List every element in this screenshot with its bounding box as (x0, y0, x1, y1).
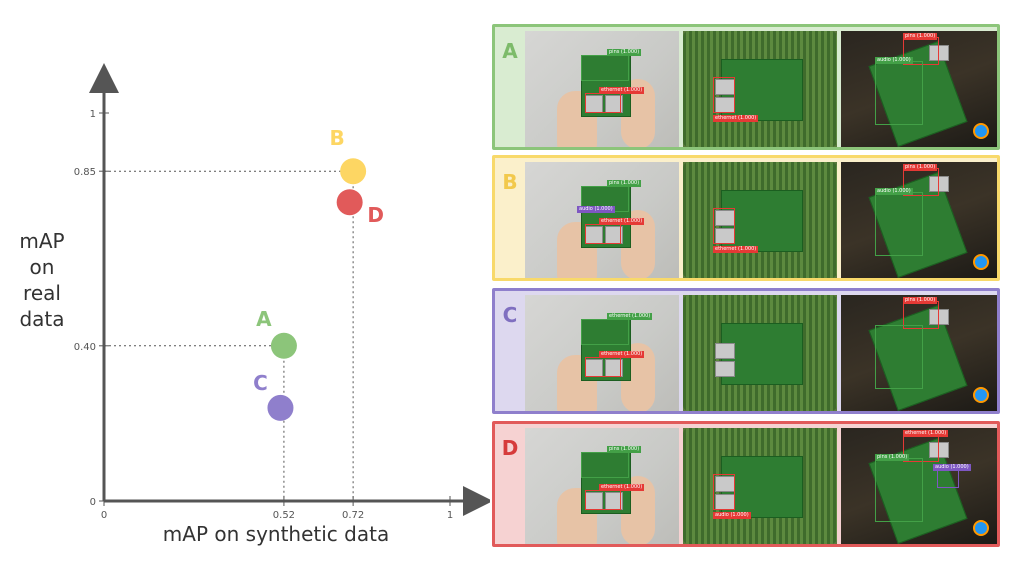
port-shape (715, 343, 735, 359)
detection-box (581, 55, 629, 81)
photo-hand-holding-board: pins (1.000) ethernet (1.000) (525, 31, 679, 147)
photo-board-dark: pins (1.000) audio (1.000) (841, 31, 997, 147)
x-axis-title: mAP on synthetic data (163, 522, 389, 546)
photo-hand-holding-board: ethernet (1.000) ethernet (1.000) (525, 295, 679, 411)
data-point-label-c: C (253, 371, 268, 395)
photo-board-on-yarn: ethernet (1.000) (683, 162, 837, 278)
y-tick-label: 1 (90, 109, 96, 120)
detection-box (585, 357, 621, 377)
detection-box (713, 77, 735, 113)
detection-tag: audio (1.000) (933, 464, 971, 471)
logo-icon (973, 520, 989, 536)
x-tick-label: 0.72 (342, 510, 364, 521)
y-axis-title-line-4: data (19, 307, 64, 331)
detection-box (713, 474, 735, 510)
y-axis-title-line-2: on (30, 255, 55, 279)
photo-board-dark: pins (1.000) audio (1.000) (841, 162, 997, 278)
detection-tag: pins (1.000) (875, 454, 910, 461)
photo-board-on-yarn: audio (1.000) (683, 428, 837, 544)
panel-letter: B (502, 170, 518, 194)
photo-board-on-yarn (683, 295, 837, 411)
detection-tag: ethernet (1.000) (599, 87, 645, 94)
detection-tag: pins (1.000) (607, 180, 642, 187)
scatter-chart: 0 0.52 0.72 1 0 0.40 0.85 1 A B C D mAP on synthet… (19, 63, 490, 546)
photo-board-dark: pins (1.000) (841, 295, 997, 411)
x-tick-label: 0.52 (273, 510, 295, 521)
port-shape (929, 176, 949, 192)
data-point-label-d: D (367, 203, 384, 227)
detection-box (937, 470, 959, 488)
port-shape (929, 45, 949, 61)
detection-tag: pins (1.000) (607, 49, 642, 56)
detection-box (585, 490, 621, 510)
detection-tag: pins (1.000) (903, 297, 938, 304)
detection-tag: ethernet (1.000) (599, 218, 645, 225)
photo-hand-holding-board: pins (1.000) ethernet (1.000) (525, 428, 679, 544)
y-tick-label: 0.85 (74, 167, 96, 178)
data-point-d (336, 189, 363, 216)
detection-tag: audio (1.000) (875, 57, 913, 64)
y-axis-title-line-3: real (23, 281, 61, 305)
data-points: A B C D (253, 126, 384, 421)
detection-box (713, 208, 735, 244)
detection-box (875, 458, 923, 522)
detection-tag: ethernet (1.000) (713, 246, 759, 253)
logo-icon (973, 387, 989, 403)
chart-axes (89, 63, 490, 516)
detection-tag: audio (1.000) (577, 206, 615, 213)
detection-tag: ethernet (1.000) (607, 313, 653, 320)
port-shape (929, 309, 949, 325)
data-point-label-b: B (329, 126, 344, 150)
detection-tag: audio (1.000) (713, 512, 751, 519)
y-tick-label: 0 (90, 497, 96, 508)
y-axis-title-line-1: mAP (19, 229, 64, 253)
detection-tag: pins (1.000) (903, 164, 938, 171)
detection-tag: ethernet (1.000) (599, 484, 645, 491)
logo-icon (973, 254, 989, 270)
detection-tag: ethernet (1.000) (713, 115, 759, 122)
y-tick-label: 0.40 (74, 342, 96, 353)
port-shape (715, 361, 735, 377)
detection-tag: audio (1.000) (875, 188, 913, 195)
x-tick-label: 1 (447, 510, 453, 521)
data-point-label-a: A (256, 307, 272, 331)
guide-lines (104, 170, 354, 501)
data-point-c (267, 394, 294, 421)
detection-box (585, 224, 621, 244)
detection-box (585, 93, 621, 113)
photo-board-dark: ethernet (1.000) pins (1.000) audio (1.000… (841, 428, 997, 544)
y-axis-title: mAP on real data (19, 229, 64, 331)
detection-box (581, 319, 629, 345)
logo-icon (973, 123, 989, 139)
detection-tag: pins (1.000) (607, 446, 642, 453)
detection-box (875, 192, 923, 256)
axis-ticks: 0 0.52 0.72 1 0 0.40 0.85 1 (74, 109, 453, 521)
x-tick-label: 0 (101, 510, 107, 521)
detection-box (875, 61, 923, 125)
detection-tag: ethernet (1.000) (599, 351, 645, 358)
panel-letter: D (501, 436, 519, 460)
panel-letter: C (502, 303, 518, 327)
port-shape (929, 442, 949, 458)
photo-board-on-yarn: ethernet (1.000) (683, 31, 837, 147)
detection-box (875, 325, 923, 389)
photo-hand-holding-board: pins (1.000) audio (1.000) ethernet (1.000… (525, 162, 679, 278)
data-point-a (270, 332, 297, 359)
detection-box (581, 452, 629, 478)
panel-letter: A (502, 39, 518, 63)
data-point-b (340, 158, 367, 185)
detection-tag: ethernet (1.000) (903, 430, 949, 437)
detection-tag: pins (1.000) (903, 33, 938, 40)
